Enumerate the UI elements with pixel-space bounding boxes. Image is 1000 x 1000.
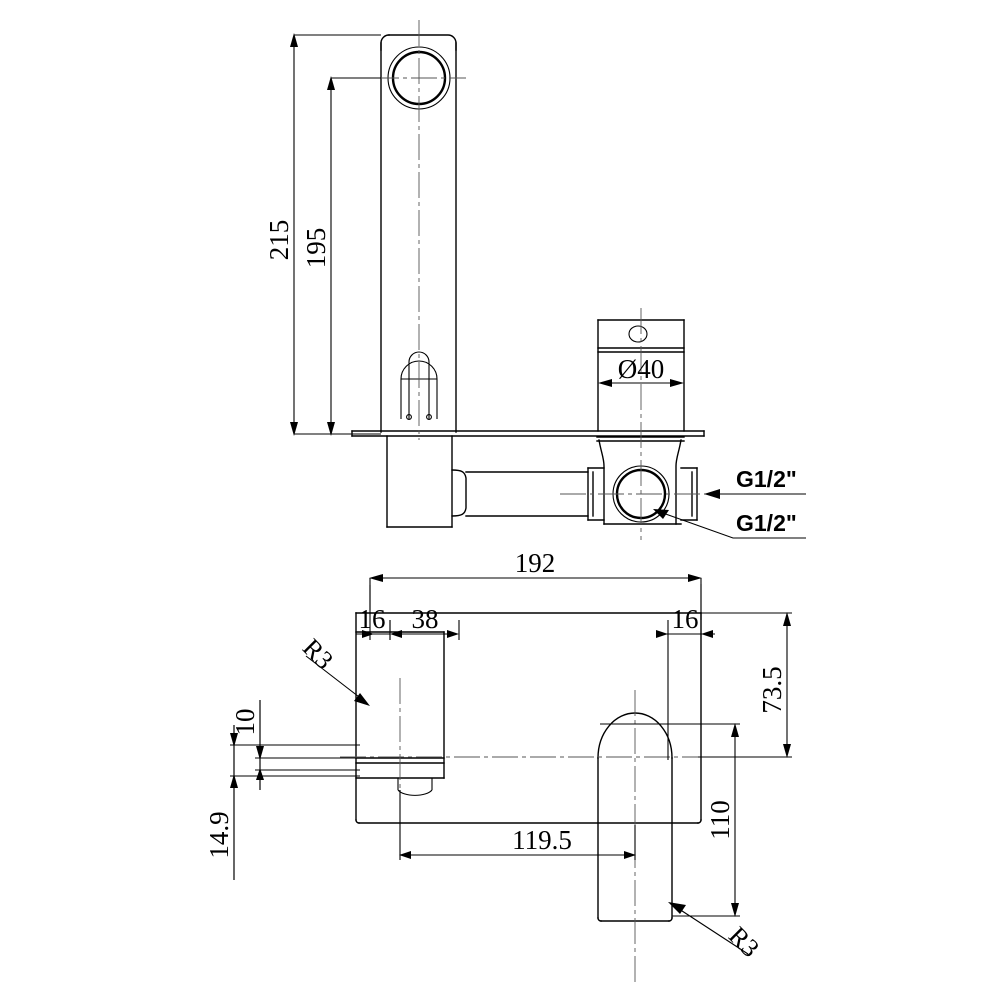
dimension-38: 38 bbox=[389, 604, 460, 640]
dimension-195: 195 bbox=[301, 76, 381, 436]
dimension-dia40: Ø40 bbox=[598, 354, 684, 387]
dimension-10: 10 bbox=[230, 700, 360, 790]
dimension-10-label: 10 bbox=[230, 709, 260, 736]
valve-body-elevation bbox=[596, 436, 685, 525]
leader-g12-lower-label: G1/2" bbox=[736, 510, 797, 536]
radius-r3-top-left: R3 bbox=[297, 633, 370, 706]
dimension-14-9: 14.9 bbox=[204, 725, 360, 880]
dimension-38-label: 38 bbox=[412, 604, 439, 634]
leader-g12-upper: G1/2" bbox=[704, 466, 806, 499]
connector-pipe bbox=[451, 469, 589, 517]
escutcheon-plate-plan bbox=[355, 612, 702, 824]
dimension-73-5: 73.5 bbox=[672, 612, 792, 758]
wall-plate-elevation bbox=[351, 430, 705, 437]
spout-base-block bbox=[386, 435, 453, 528]
leader-g12-upper-label: G1/2" bbox=[736, 466, 797, 492]
dimension-16-right: 16 bbox=[656, 584, 715, 760]
plan-view: 192 16 38 16 bbox=[204, 548, 792, 985]
dimension-195-label: 195 bbox=[301, 228, 331, 269]
dimension-215-label: 215 bbox=[264, 220, 294, 261]
radius-r3-top-left-label: R3 bbox=[297, 633, 339, 675]
dimension-192-label: 192 bbox=[515, 548, 556, 578]
dimension-14-9-label: 14.9 bbox=[204, 811, 234, 858]
dimension-119-5-label: 119.5 bbox=[512, 825, 572, 855]
dimension-16-right-label: 16 bbox=[672, 604, 699, 634]
radius-r3-spout-label: R3 bbox=[723, 921, 765, 963]
leader-g12-lower: G1/2" bbox=[653, 509, 806, 539]
dimension-16-left: 16 bbox=[356, 585, 391, 640]
dimension-119-5: 119.5 bbox=[399, 790, 636, 860]
dimension-192: 192 bbox=[369, 548, 702, 620]
dimension-110-label: 110 bbox=[705, 800, 735, 840]
radius-r3-spout: R3 bbox=[668, 902, 765, 963]
elevation-view: 215 195 Ø40 G1/2" G1/2" bbox=[264, 20, 806, 540]
dimension-16-left-label: 16 bbox=[359, 604, 386, 634]
dimension-110: 110 bbox=[600, 723, 740, 917]
dimension-73-5-label: 73.5 bbox=[757, 666, 787, 713]
dimension-dia40-label: Ø40 bbox=[618, 354, 665, 384]
spout-body bbox=[380, 34, 457, 433]
